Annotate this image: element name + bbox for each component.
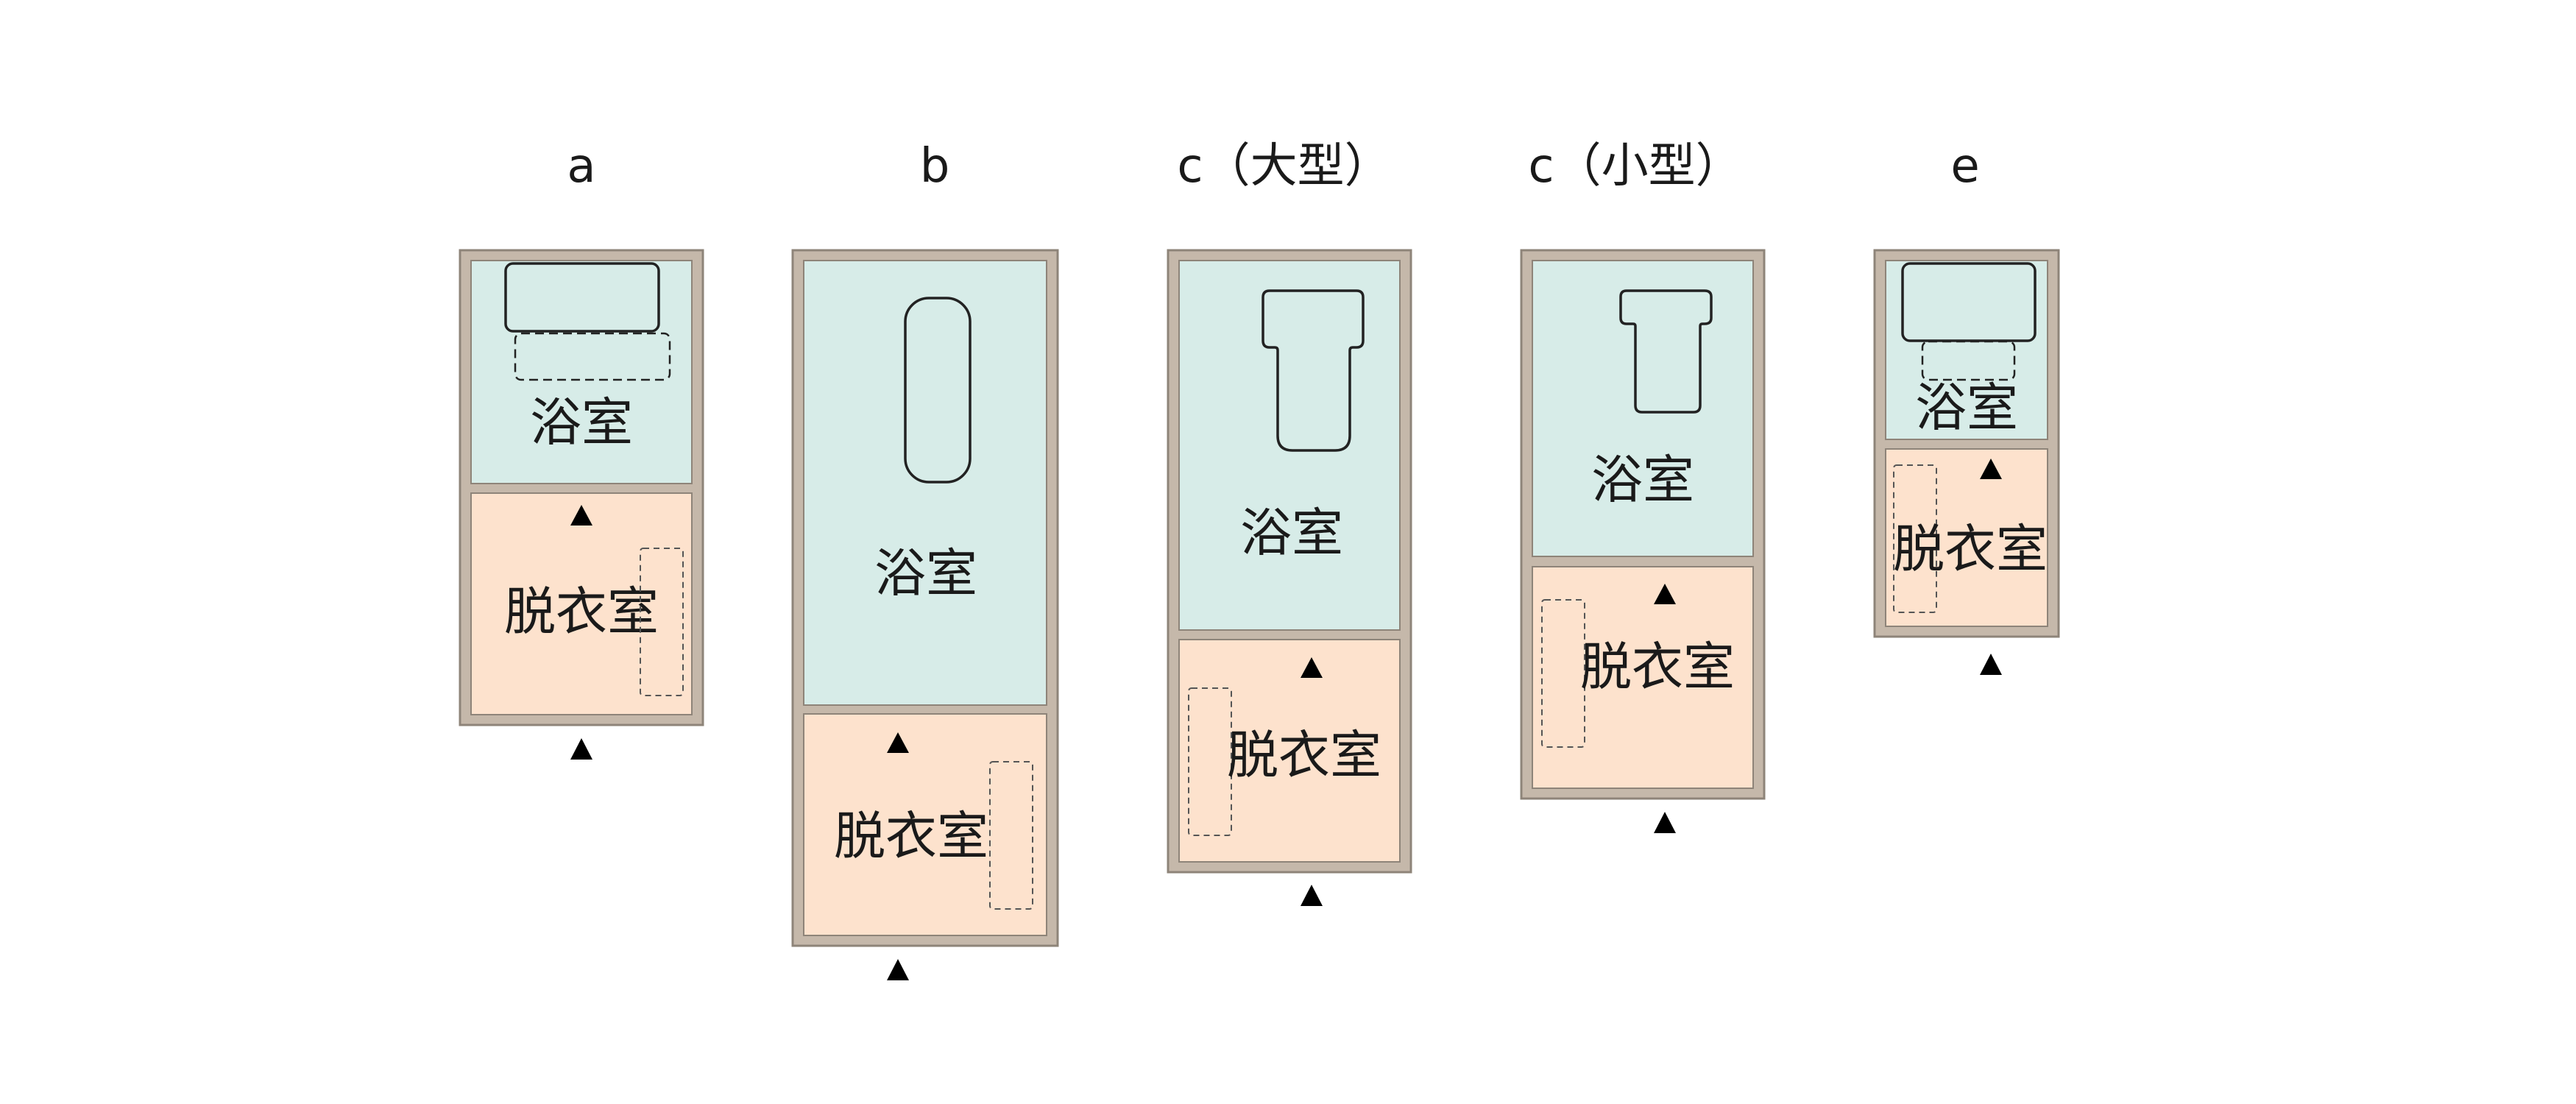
plan-b-bathroom-label: 浴室: [874, 543, 977, 604]
plan-a-dressing-room: [470, 492, 693, 715]
plan-c-large-bathtub: [1262, 289, 1365, 452]
plan-b-entrance-arrow: [887, 959, 909, 980]
plan-e: e 浴室 脱衣室: [1873, 139, 2060, 675]
plan-b-bathtub: [904, 297, 972, 484]
plan-b: b 浴室 脱衣室: [791, 139, 1059, 980]
plan-c-large-dressing-label: 脱衣室: [1227, 725, 1381, 785]
plan-a-vanity: [640, 548, 684, 696]
plan-c-small-entrance-arrow: [1654, 812, 1676, 833]
plan-b-inner-door-arrow: [887, 732, 909, 753]
plan-c-small-vanity: [1541, 599, 1585, 748]
plan-a: a 浴室 脱衣室: [459, 139, 704, 760]
plan-e-washing-area: [1921, 340, 2016, 381]
plan-c-small-inner-door-arrow: [1654, 584, 1676, 604]
plan-e-bathtub: [1901, 262, 2037, 342]
plan-c-large-vanity: [1188, 687, 1232, 836]
plan-c-large-title: c（大型）: [1177, 139, 1391, 194]
plan-c-small-bathroom: [1532, 260, 1754, 557]
plan-c-small-dressing-label: 脱衣室: [1580, 637, 1735, 697]
plan-b-vanity: [989, 761, 1033, 910]
plan-a-dressing-label: 脱衣室: [504, 581, 659, 642]
plan-c-small: c（小型） 浴室 脱衣室: [1520, 139, 1766, 833]
plan-a-inner-door-arrow: [570, 505, 592, 526]
plan-c-large-inner-door-arrow: [1301, 657, 1323, 678]
plan-a-title: a: [567, 139, 595, 194]
plan-a-bathtub: [504, 262, 660, 333]
plan-c-large-bathroom: [1178, 260, 1401, 631]
plan-b-dressing-label: 脱衣室: [834, 806, 988, 866]
plan-e-vanity: [1893, 464, 1937, 613]
plan-e-dressing-label: 脱衣室: [1893, 519, 2048, 579]
plan-a-entrance-arrow: [570, 738, 592, 760]
plan-a-bathroom: [470, 260, 693, 484]
plan-c-small-bathroom-label: 浴室: [1591, 450, 1694, 510]
plan-a-washing-area: [514, 332, 671, 381]
plan-a-bathroom-label: 浴室: [530, 392, 633, 453]
plan-b-title: b: [920, 139, 950, 194]
plan-e-bathroom: [1885, 260, 2048, 440]
plan-c-large-dressing-room: [1178, 639, 1401, 863]
plan-c-small-bathtub: [1619, 289, 1713, 414]
plan-e-inner-door-arrow: [1980, 459, 2002, 479]
plan-b-dressing-room: [803, 713, 1047, 936]
plan-c-large-bathroom-label: 浴室: [1240, 503, 1343, 563]
plan-c-large-entrance-arrow: [1301, 885, 1323, 906]
plan-c-large: c（大型） 浴室 脱衣室: [1167, 139, 1412, 906]
plan-e-title: e: [1950, 139, 1979, 194]
plan-e-dressing-room: [1885, 448, 2048, 627]
plan-c-small-dressing-room: [1532, 566, 1754, 789]
plan-c-small-title: c（小型）: [1528, 139, 1742, 194]
plan-e-entrance-arrow: [1980, 654, 2002, 675]
plan-e-bathroom-label: 浴室: [1915, 378, 2018, 438]
